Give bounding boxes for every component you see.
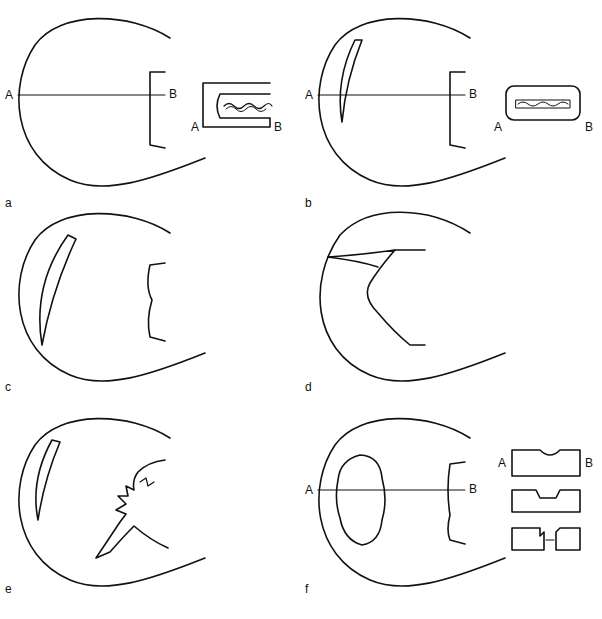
organ-outline [19, 419, 205, 586]
section-line [18, 94, 165, 95]
cross-section [203, 83, 270, 127]
crescent-cleft [36, 440, 60, 520]
cross-section-cavity [516, 100, 570, 108]
cross-section [556, 528, 580, 550]
cross-section [506, 86, 580, 120]
bracket [448, 462, 465, 544]
complex-cleft [140, 478, 154, 486]
section-end-letter: B [584, 456, 594, 470]
bracket [150, 72, 165, 148]
cross-section [512, 528, 544, 550]
bracket [395, 249, 425, 251]
section-end-letter: B [468, 482, 478, 496]
organ-outline [319, 19, 505, 186]
panel-letter: a [4, 196, 13, 210]
section-end-letter: B [168, 87, 178, 101]
cross-section [512, 450, 580, 476]
section-end-letter: A [190, 120, 200, 134]
organ-outline [320, 212, 505, 381]
crescent-cleft [40, 235, 76, 345]
section-end-letter: A [493, 120, 503, 134]
cross-section-fold [518, 102, 568, 106]
panel-letter: b [304, 196, 313, 210]
organ-outline [19, 19, 205, 186]
panel-letter: d [304, 380, 313, 394]
bracket [148, 263, 165, 341]
merging-cleft [328, 250, 425, 345]
bracket [450, 72, 465, 148]
organ-outline [319, 419, 505, 586]
section-end-letter: B [273, 120, 283, 134]
cross-section-fold [226, 107, 266, 112]
section-end-letter: B [584, 120, 594, 134]
merging-cleft [328, 257, 378, 267]
crescent-cleft [340, 40, 362, 122]
section-end-letter: A [304, 483, 314, 497]
cross-section-gap [546, 539, 554, 540]
section-end-letter: B [468, 87, 478, 101]
panel-letter: c [4, 380, 12, 394]
organ-outline [19, 214, 205, 381]
section-end-letter: A [4, 88, 14, 102]
panel-letter: f [304, 582, 309, 596]
section-end-letter: A [497, 456, 507, 470]
cross-section [512, 490, 580, 512]
complex-cleft [96, 460, 168, 558]
section-line [318, 489, 465, 490]
central-cavity [336, 455, 385, 545]
section-end-letter: A [304, 88, 314, 102]
panel-letter: e [4, 582, 13, 596]
